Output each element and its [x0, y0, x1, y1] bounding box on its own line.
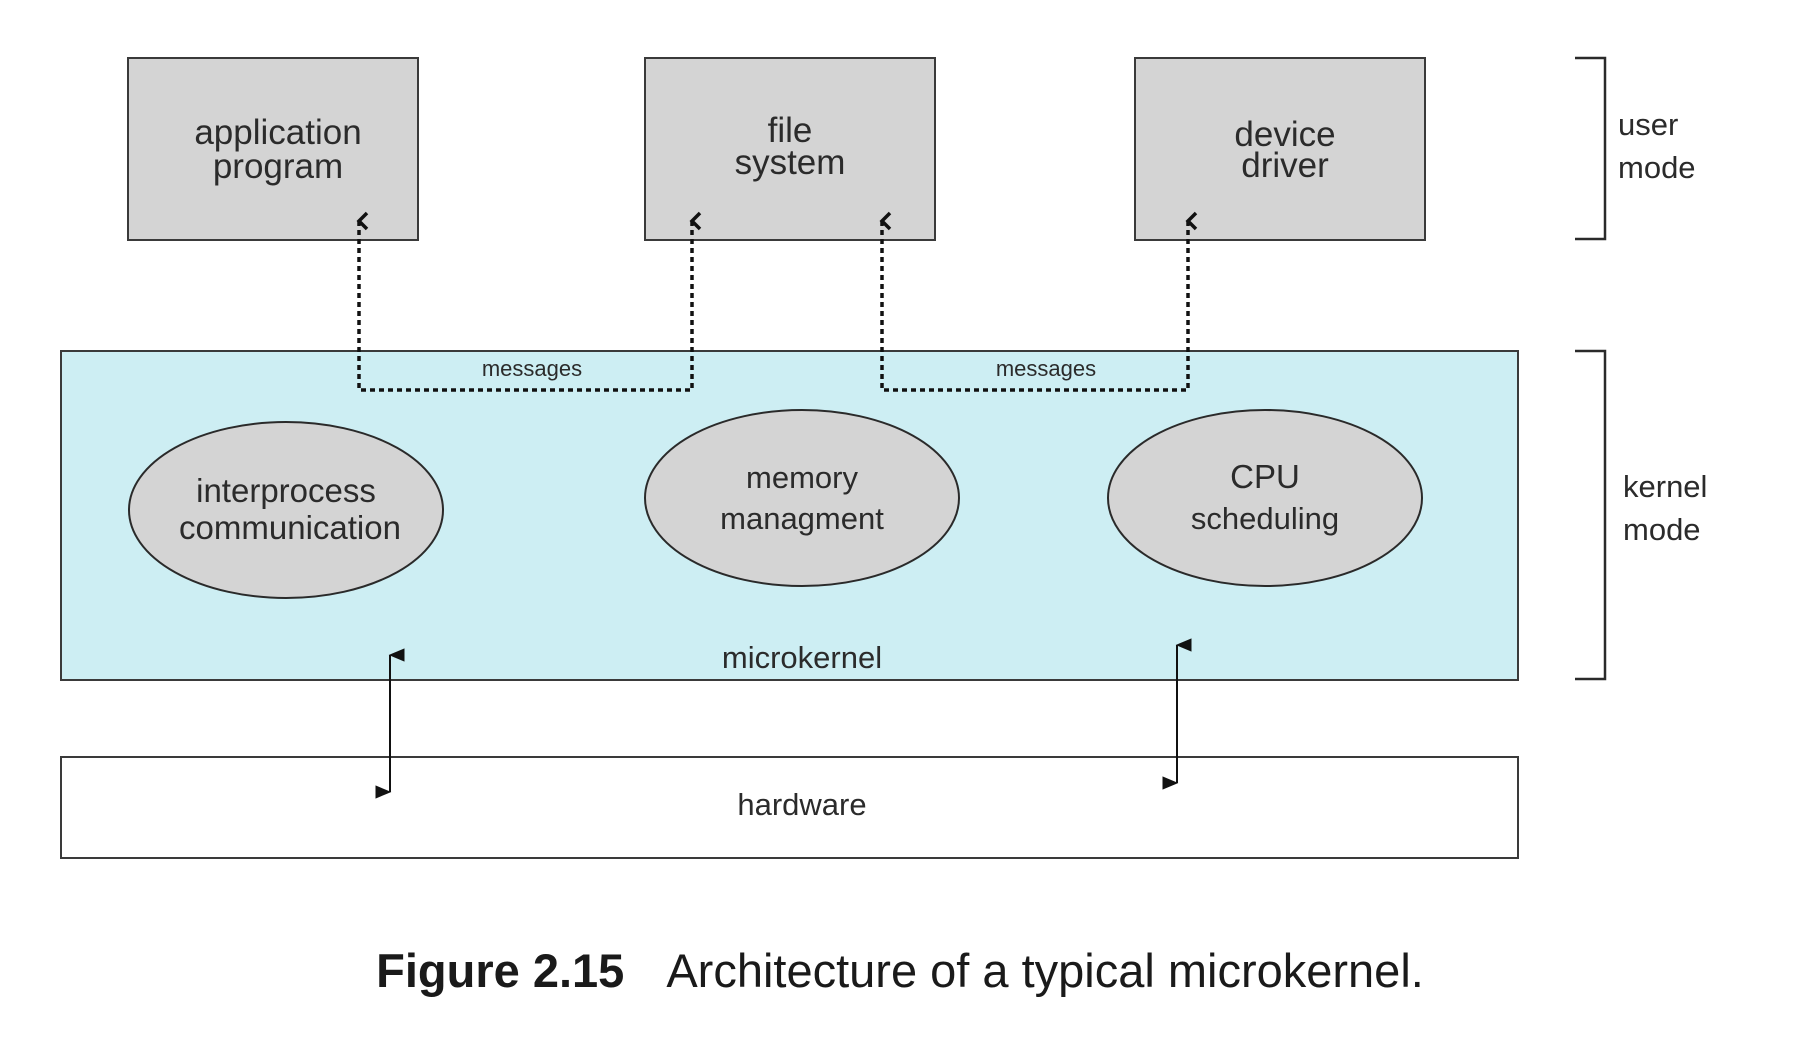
messages-label-left: messages [482, 356, 582, 381]
figure-caption: Figure 2.15 Architecture of a typical mic… [0, 943, 1800, 998]
service-label-line1: memory [746, 460, 858, 495]
message-path-app-to-fs [356, 211, 702, 392]
messages-label-right: messages [996, 356, 1096, 381]
service-memory-managment: memory managment [644, 409, 960, 587]
user-mode-bracket [1575, 56, 1607, 241]
message-path-fs-to-driver [879, 211, 1198, 392]
service-cpu-scheduling: CPU scheduling [1107, 409, 1423, 587]
component-file-system: file system [644, 57, 936, 241]
component-label-line2: system [735, 143, 846, 182]
component-application-program: application program [127, 57, 419, 241]
user-mode-label-line2: mode [1618, 150, 1696, 185]
component-label-line1: device [1234, 115, 1335, 154]
component-device-driver: device driver [1134, 57, 1426, 241]
service-label-line1: interprocess [196, 472, 376, 509]
component-label-line1: application [194, 113, 361, 152]
service-label-line2: scheduling [1191, 501, 1339, 536]
kernel-mode-bracket [1575, 349, 1607, 681]
component-label-line1: file [768, 111, 813, 150]
service-label-line1: CPU [1230, 458, 1300, 495]
hardware-label: hardware [737, 787, 866, 822]
component-label-line2: program [213, 147, 343, 186]
microkernel-label: microkernel [722, 640, 882, 675]
service-label-line2: managment [720, 501, 884, 536]
hardware-box [60, 756, 1519, 859]
user-mode-label-line1: user [1618, 107, 1678, 142]
service-interprocess-communication: interprocess communication [128, 421, 444, 599]
component-label-line2: driver [1241, 146, 1329, 185]
figure-number: Figure 2.15 [376, 944, 625, 997]
kernel-mode-label-line1: kernel [1623, 469, 1707, 504]
service-label-line2: communication [179, 509, 401, 546]
kernel-mode-label-line2: mode [1623, 512, 1701, 547]
figure-caption-text: Architecture of a typical microkernel. [666, 944, 1424, 997]
